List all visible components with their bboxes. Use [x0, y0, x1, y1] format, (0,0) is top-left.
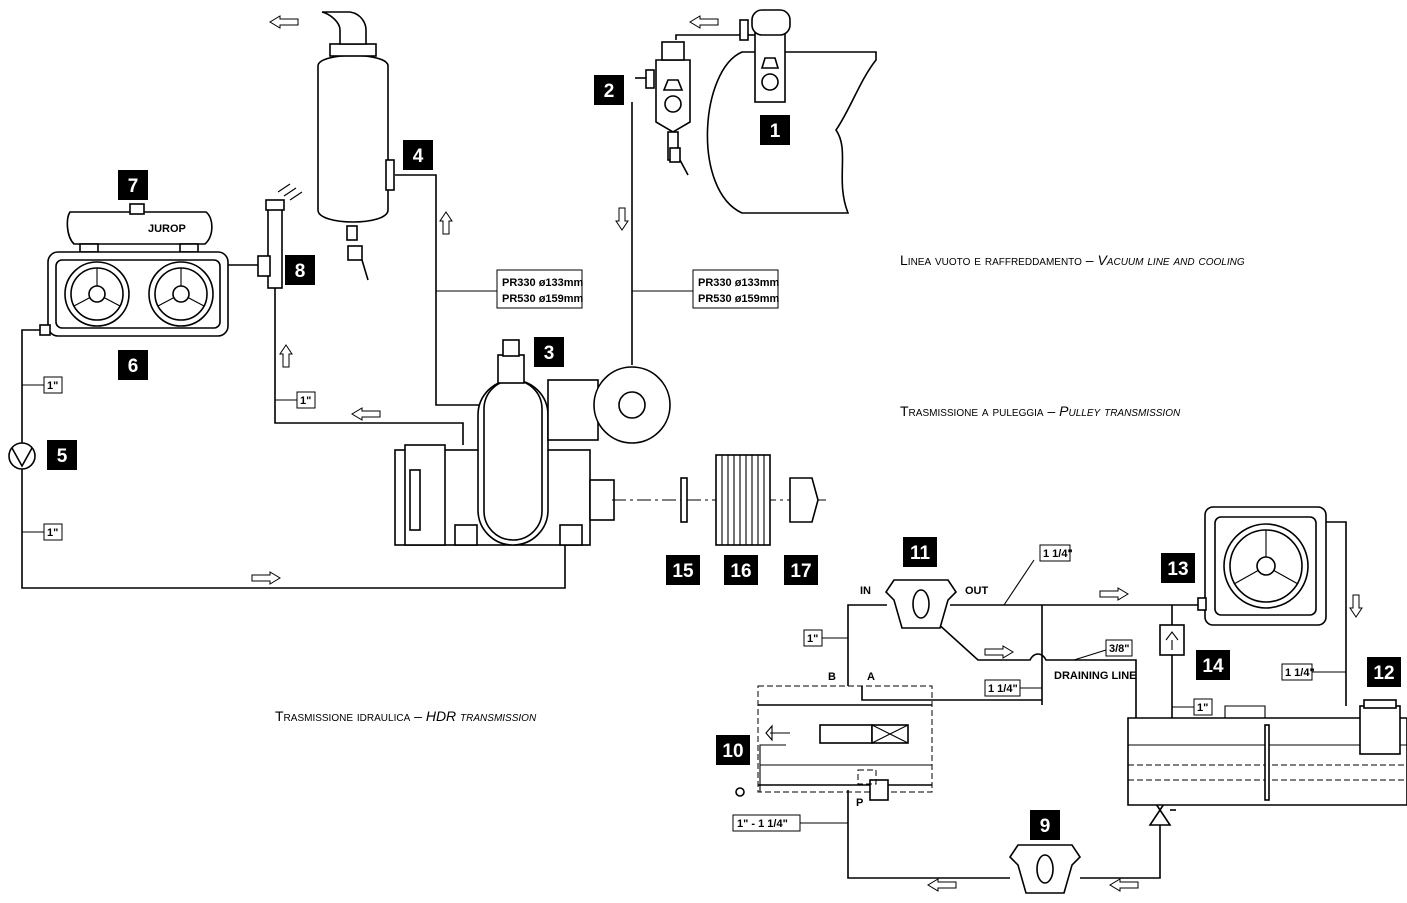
callout-3: 3: [534, 337, 564, 367]
caption-hdr-translation: HDR transmission: [426, 708, 537, 724]
callout-5: 5: [47, 440, 77, 470]
callout-4: 4: [403, 140, 433, 170]
callout-17: 17: [784, 555, 818, 585]
svg-text:2: 2: [604, 81, 615, 102]
vacuum-tank: [706, 9, 877, 214]
svg-text:12: 12: [1373, 663, 1394, 684]
caption-vacuum-translation: Vacuum line and cooling: [1097, 252, 1244, 268]
caption-vacuum-line: Linea vuoto e raffreddamento – Vacuum li…: [900, 252, 1245, 268]
caption-pulley: Trasmissione a puleggia – Pulley transmi…: [900, 403, 1181, 419]
vacuum-compressor: [394, 339, 671, 546]
oil-cooler: [1197, 506, 1327, 626]
svg-text:Trasmissione a puleggia – Pull: Trasmissione a puleggia – Pulley transmi…: [900, 403, 1181, 419]
svg-text:15: 15: [672, 561, 694, 582]
hydraulic-piping: [800, 521, 1347, 879]
caption-pulley-main: Trasmissione a puleggia: [900, 403, 1044, 419]
pipe-spec-line2: PR530 ø159mm: [698, 293, 780, 305]
pipe-spec-left: PR330 ø133mm PR530 ø159mm: [496, 269, 584, 309]
hydraulic-pump: [1008, 844, 1082, 894]
port-label-p: P: [856, 797, 863, 809]
hydraulic-motor: [884, 579, 958, 629]
one-inch-label: 1": [1197, 702, 1208, 714]
callout-12: 12: [1367, 657, 1401, 687]
svg-text:11: 11: [910, 543, 931, 564]
one-inch-label: 1": [47, 380, 58, 392]
expansion-vessel: [257, 199, 285, 289]
return-filter: [1159, 624, 1185, 656]
port-label-a: A: [867, 671, 875, 683]
svg-text:4: 4: [413, 146, 424, 167]
callout-11: 11: [903, 537, 937, 567]
callout-13: 13: [1161, 553, 1195, 583]
pipe-size-label: 1 1/4": [988, 683, 1018, 695]
circulation-pump: [8, 442, 36, 470]
caption-vacuum-main: Linea vuoto e raffreddamento: [900, 252, 1082, 268]
callout-6: 6: [118, 350, 148, 380]
vacuum-cooling-piping: [21, 34, 755, 589]
port-label-out: OUT: [965, 585, 989, 597]
callout-10: 10: [716, 735, 750, 765]
pipe-spec-line1: PR330 ø133mm: [698, 277, 780, 289]
one-inch-labels-top: 1" 1" 1": [43, 376, 316, 541]
svg-text:9: 9: [1040, 816, 1051, 837]
pipe-spec-line2: PR530 ø159mm: [502, 293, 584, 305]
svg-text:7: 7: [128, 176, 139, 197]
svg-text:17: 17: [790, 561, 811, 582]
cooling-radiator: [39, 251, 229, 337]
one-inch-label: 1": [47, 527, 58, 539]
callout-8: 8: [285, 255, 315, 285]
callout-14: 14: [1196, 650, 1230, 680]
pipe-size-label: 1 1/4": [1285, 667, 1315, 679]
callout-16: 16: [724, 555, 758, 585]
callout-1: 1: [760, 115, 790, 145]
callout-15: 15: [666, 555, 700, 585]
hydraulic-oil-tank: [1127, 699, 1407, 806]
svg-text:6: 6: [128, 356, 139, 377]
flow-arrows-top: [251, 15, 719, 585]
svg-text:14: 14: [1202, 656, 1224, 677]
exhaust-silencer: [317, 11, 395, 281]
one-inch-label: 1": [300, 395, 311, 407]
svg-text:3: 3: [544, 343, 555, 364]
svg-text:8: 8: [295, 261, 306, 282]
pipe-size-label: 3/8": [1109, 643, 1130, 655]
one-inch-label: 1": [807, 633, 818, 645]
caption-pulley-translation: Pulley transmission: [1059, 403, 1181, 419]
pipe-size-labels-bottom: 1 1/4" 1" 3/8" 1 1/4" 1 1/4" 1" 1" - 1 1…: [732, 544, 1315, 832]
port-label-in: IN: [860, 585, 871, 597]
caption-hdr-main: Trasmissione idraulica: [275, 708, 411, 724]
port-label-b: B: [828, 671, 836, 683]
draining-line-label: DRAINING LINE: [1054, 670, 1137, 682]
svg-text:10: 10: [722, 741, 743, 762]
svg-text:5: 5: [57, 446, 68, 467]
svg-text:Trasmissione idraulica – HDR t: Trasmissione idraulica – HDR transmissio…: [275, 708, 537, 724]
port-labels: IN OUT B A P DRAINING LINE: [828, 585, 1137, 809]
pipe-spec-line1: PR330 ø133mm: [502, 277, 584, 289]
caption-hdr: Trasmissione idraulica – HDR transmissio…: [275, 708, 537, 724]
svg-text:Linea vuoto e raffreddamento –: Linea vuoto e raffreddamento – Vacuum li…: [900, 252, 1245, 268]
pipe-spec-right: PR330 ø133mm PR530 ø159mm: [692, 269, 780, 309]
pipe-size-label: 1" - 1 1/4": [737, 818, 788, 830]
callout-7: 7: [118, 170, 148, 200]
svg-text:1: 1: [770, 121, 781, 142]
pipe-size-label: 1 1/4": [1043, 548, 1073, 560]
svg-text:16: 16: [730, 561, 751, 582]
callout-2: 2: [594, 75, 624, 105]
callout-badges: 1 2 3 4 5 6 7 8 9 10 11 12 13 14 15 16 1…: [47, 75, 1401, 840]
oil-reservoir: JUROP: [66, 203, 213, 253]
safety-valve-separator: [645, 19, 749, 176]
pulley-assembly: [612, 454, 830, 546]
control-valve-block: [735, 685, 933, 801]
reservoir-logo: JUROP: [148, 223, 186, 235]
svg-text:13: 13: [1167, 559, 1188, 580]
callout-9: 9: [1030, 810, 1060, 840]
